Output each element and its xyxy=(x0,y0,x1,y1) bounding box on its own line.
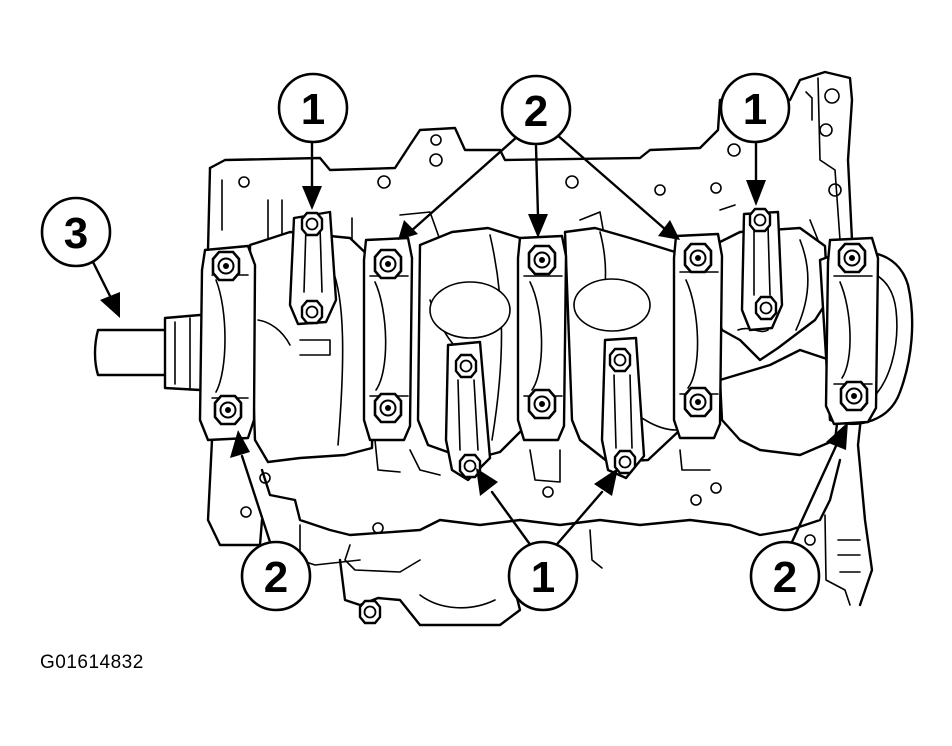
callout-label: 2 xyxy=(773,553,797,602)
callout-1-top-right: 1 xyxy=(719,72,791,144)
callout-2-bottom-right: 2 xyxy=(749,540,821,612)
connecting-rods xyxy=(288,210,784,482)
callout-3-left: 3 xyxy=(40,196,112,268)
callout-label: 3 xyxy=(64,209,88,258)
callout-label: 2 xyxy=(264,553,288,602)
figure-id: G01614832 xyxy=(40,652,144,673)
callout-2-bottom-left: 2 xyxy=(240,540,312,612)
main-bearing-caps xyxy=(198,232,880,442)
callout-2-top-center: 2 xyxy=(500,74,572,146)
crankshaft-snout xyxy=(93,313,217,392)
callout-label: 2 xyxy=(524,87,548,136)
callout-label: 1 xyxy=(531,553,555,602)
callout-label: 1 xyxy=(743,85,767,134)
callout-1-bottom-center: 1 xyxy=(507,540,579,612)
leader-arrows xyxy=(88,132,848,552)
crank-webs xyxy=(248,226,914,464)
callout-label: 1 xyxy=(301,85,325,134)
callout-1-top-left: 1 xyxy=(277,72,349,144)
